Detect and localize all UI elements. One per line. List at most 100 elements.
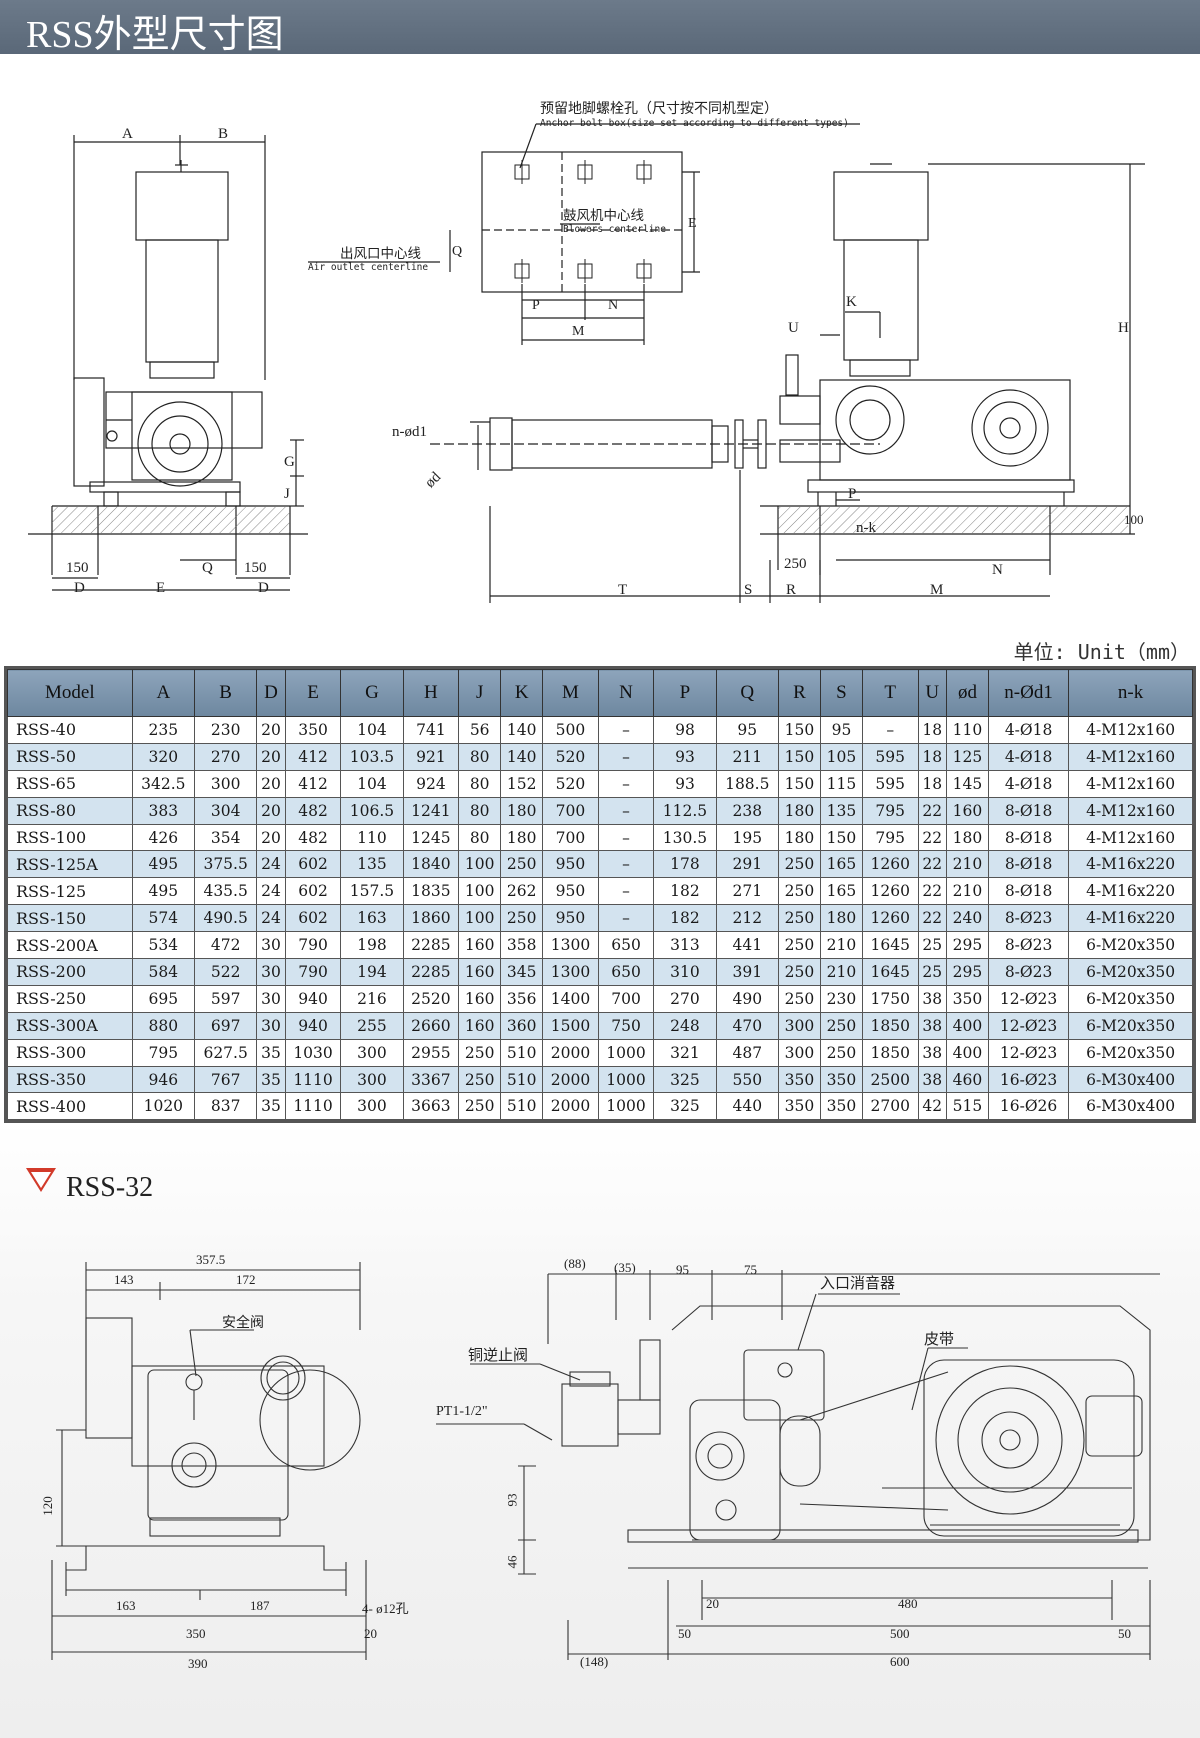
table-cell: 1260 xyxy=(861,850,919,879)
table-cell: 470 xyxy=(715,1011,779,1040)
dim-label-250: 250 xyxy=(784,556,807,572)
table-cell: 18 xyxy=(917,716,947,744)
table-cell: 240 xyxy=(945,904,989,933)
table-cell: 1835 xyxy=(402,877,460,906)
rss32-dim-350: 350 xyxy=(186,1626,206,1641)
table-cell: 212 xyxy=(715,904,779,933)
table-cell: 30 xyxy=(256,958,286,986)
model-cell: RSS-80 xyxy=(7,796,133,825)
dim-label-e-center: E xyxy=(688,216,697,231)
table-cell: 482 xyxy=(284,823,342,852)
check-valve-label: 铜逆止阀 xyxy=(468,1348,529,1364)
table-cell: 2955 xyxy=(402,1038,460,1067)
table-cell: 160 xyxy=(458,958,502,986)
table-cell: 250 xyxy=(500,850,544,879)
table-cell: 115 xyxy=(819,769,863,798)
table-cell: 1000 xyxy=(597,1092,655,1121)
table-cell: 6-M20x350 xyxy=(1068,958,1193,986)
rss32-dim-120: 120 xyxy=(39,1496,55,1516)
table-cell: 472 xyxy=(193,931,258,960)
table-cell: 295 xyxy=(945,958,989,986)
table-cell: 4-M12x160 xyxy=(1068,769,1193,798)
table-cell: 1300 xyxy=(542,931,599,960)
table-cell: 198 xyxy=(340,931,404,960)
table-cell: 441 xyxy=(715,931,779,960)
table-cell: 574 xyxy=(131,904,195,933)
model-cell: RSS-400 xyxy=(7,1092,133,1121)
table-cell: 20 xyxy=(256,742,286,771)
table-cell: 38 xyxy=(917,984,947,1013)
table-cell: 880 xyxy=(131,1011,195,1040)
table-cell: 140 xyxy=(500,742,544,771)
left-elevation xyxy=(73,135,304,507)
table-cell: 584 xyxy=(131,958,195,986)
table-cell: 8-Ø23 xyxy=(987,931,1070,960)
table-header-cell: D xyxy=(256,669,286,717)
rss32-dim-357: 357.5 xyxy=(196,1252,226,1267)
table-cell: 163 xyxy=(340,904,404,933)
belt-label: 皮带 xyxy=(924,1332,955,1348)
table-cell: 210 xyxy=(945,850,989,879)
table-cell: 310 xyxy=(653,958,717,986)
rss32-dim-88: (88) xyxy=(564,1256,586,1271)
table-cell: 160 xyxy=(458,984,502,1013)
table-cell: 4-M16x220 xyxy=(1068,850,1193,879)
right-elevation xyxy=(779,163,1145,506)
table-cell: 440 xyxy=(715,1092,779,1121)
table-cell: 238 xyxy=(715,796,779,825)
dim-label-150-left: 150 xyxy=(66,560,89,576)
table-cell: 182 xyxy=(653,877,717,906)
dim-label-u: U xyxy=(788,320,799,336)
table-cell: 210 xyxy=(819,931,863,960)
table-cell: 24 xyxy=(256,877,286,906)
table-cell: 42 xyxy=(917,1092,947,1121)
table-cell: 412 xyxy=(284,742,342,771)
table-cell: 595 xyxy=(861,769,919,798)
table-cell: 24 xyxy=(256,850,286,879)
table-cell: 93 xyxy=(653,742,717,771)
pt-thread-label: PT1-1/2" xyxy=(436,1404,488,1419)
dim-label-n-right: N xyxy=(992,562,1003,578)
table-cell: 300 xyxy=(340,1092,404,1121)
table-cell: 248 xyxy=(653,1011,717,1040)
table-cell: 940 xyxy=(284,984,342,1013)
table-cell: 358 xyxy=(500,931,544,960)
table-cell: 30 xyxy=(256,931,286,960)
dim-label-m-right: M xyxy=(930,582,944,598)
model-cell: RSS-100 xyxy=(7,823,133,852)
table-cell: 80 xyxy=(458,796,502,825)
table-header-cell: M xyxy=(542,669,599,717)
table-cell: 515 xyxy=(945,1092,989,1121)
table-cell: 597 xyxy=(193,984,258,1013)
rss32-dim-163: 163 xyxy=(116,1598,136,1613)
table-cell: 6-M20x350 xyxy=(1068,1038,1193,1067)
table-cell: 750 xyxy=(597,1011,655,1040)
table-cell: 350 xyxy=(284,716,342,744)
table-cell: 95 xyxy=(819,716,863,744)
table-cell: 602 xyxy=(284,850,342,879)
table-cell: 16-Ø26 xyxy=(987,1092,1070,1121)
table-cell: 25 xyxy=(917,958,947,986)
dim-label-d-left: D xyxy=(74,580,85,596)
table-cell: 100 xyxy=(458,877,502,906)
dim-label-k: K xyxy=(846,294,857,310)
table-header-cell: n-k xyxy=(1068,669,1193,717)
table-cell: 106.5 xyxy=(340,796,404,825)
table-cell: 435.5 xyxy=(193,877,258,906)
table-cell: 2000 xyxy=(542,1065,599,1094)
table-cell: 22 xyxy=(917,904,947,933)
table-cell: 495 xyxy=(131,850,195,879)
table-cell: 150 xyxy=(777,769,821,798)
blowers-centerline-zh: 鼓风机中心线 xyxy=(563,208,644,223)
table-cell: 400 xyxy=(945,1038,989,1067)
table-cell: 180 xyxy=(500,796,544,825)
table-cell: 350 xyxy=(777,1065,821,1094)
dim-label-q-center: Q xyxy=(452,244,463,259)
table-cell: 1000 xyxy=(597,1038,655,1067)
table-cell: 520 xyxy=(542,769,599,798)
table-cell: 188.5 xyxy=(715,769,779,798)
dim-label-h: H xyxy=(1118,320,1129,336)
table-cell: 522 xyxy=(193,958,258,986)
